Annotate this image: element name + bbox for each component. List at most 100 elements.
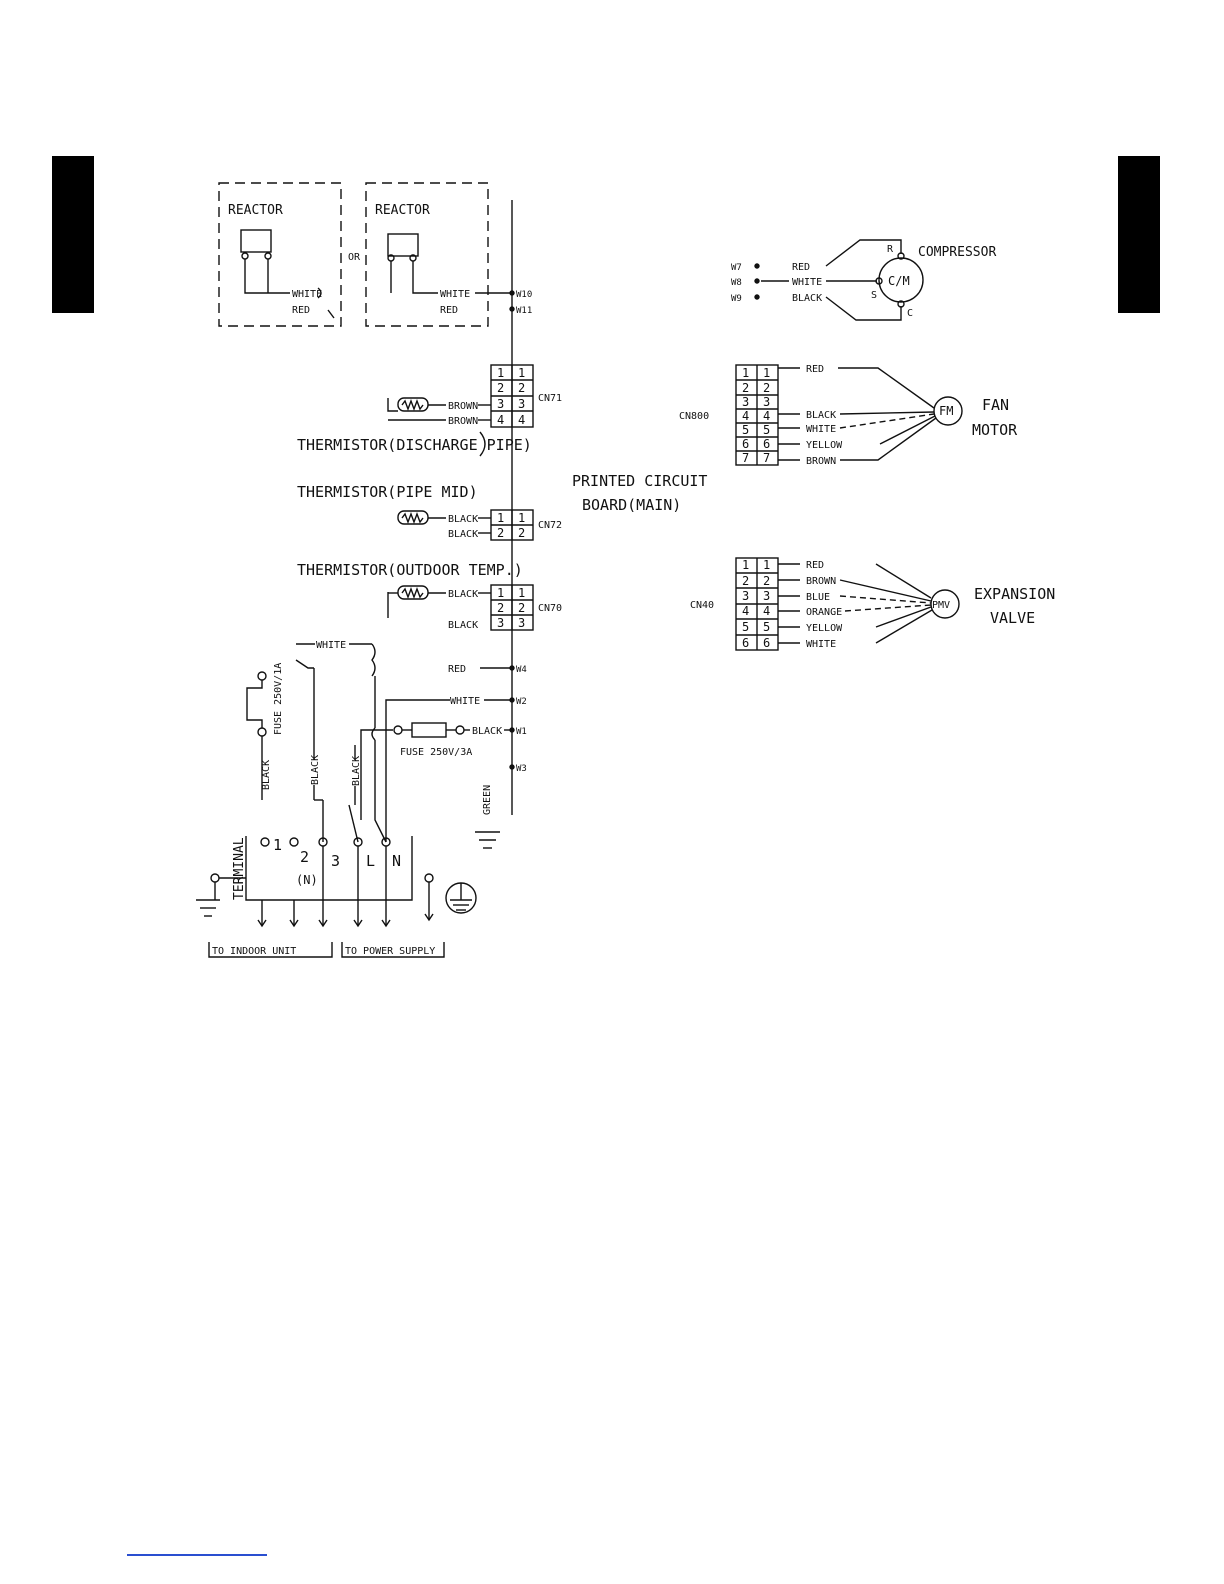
ev-wire-yellow: YELLOW (806, 623, 843, 634)
ev-pin-4-left: 4 (742, 604, 749, 618)
ground-symbol-main (475, 831, 500, 849)
terminal-label: TERMINAL (232, 837, 247, 900)
cn70-connector (387, 584, 534, 631)
cn70-pin-2-left: 2 (497, 601, 504, 615)
cn71-wire-1: BROWN (448, 401, 478, 412)
cn70-wire-1: BLACK (448, 589, 478, 600)
cn72-connector (397, 509, 534, 541)
terminal-pos-2-sub: (N) (296, 873, 318, 887)
fuse-250v-1a-label: FUSE 250V/1A (273, 663, 284, 735)
ev-pin-3-right: 3 (763, 589, 770, 603)
terminal-w10: W10 (516, 290, 532, 300)
fan-pin-7-left: 7 (742, 451, 749, 465)
fan-pin-3-right: 3 (763, 395, 770, 409)
fan-wire-yellow: YELLOW (806, 440, 843, 451)
black-wire-1-label: BLACK (261, 760, 272, 790)
ev-wire-orange: ORANGE (806, 607, 842, 618)
power-bracket (341, 942, 445, 958)
cn71-wire-2: BROWN (448, 416, 478, 427)
fan-pin-6-left: 6 (742, 437, 749, 451)
black-wire-switch (348, 745, 359, 843)
cn72-pin-2-right: 2 (518, 526, 525, 540)
fan-pin-1-left: 1 (742, 366, 749, 380)
compressor-symbol-label: C/M (888, 274, 910, 288)
terminal-w11: W11 (516, 306, 532, 316)
fan-pin-4-left: 4 (742, 409, 749, 423)
cn70-pin-3-right: 3 (518, 616, 525, 630)
cn70-pin-1-right: 1 (518, 586, 525, 600)
cn71-pin-2-left: 2 (497, 381, 504, 395)
compressor-winding-r: R (887, 244, 894, 255)
cn72-pin-1-left: 1 (497, 511, 504, 525)
terminal-pos-n: N (392, 852, 401, 870)
cn70-pin-3-left: 3 (497, 616, 504, 630)
thermistor-pipe-mid-label: THERMISTOR(PIPE MID) (297, 483, 478, 501)
terminal-w2: W2 (516, 697, 527, 707)
reactor-1-title: REACTOR (228, 203, 283, 218)
ev-pin-1-left: 1 (742, 558, 749, 572)
ev-pin-4-right: 4 (763, 604, 770, 618)
ev-connector-label: CN40 (690, 600, 714, 611)
expansion-valve-connector (735, 557, 960, 651)
ev-wire-brown: BROWN (806, 576, 836, 587)
cn71-pin-4-right: 4 (518, 413, 525, 427)
compressor-terminal-w7: W7 (731, 263, 742, 273)
terminal-block (196, 836, 477, 928)
terminal-w3: W3 (516, 764, 527, 774)
compressor-winding-c: C (907, 308, 913, 319)
ev-pin-1-right: 1 (763, 558, 770, 572)
compressor-wire-black: BLACK (792, 293, 822, 304)
reactor-box-1 (218, 182, 342, 327)
reactor-box-2 (365, 182, 512, 327)
compressor-wire-white: WHITE (792, 277, 822, 288)
fan-motor-symbol: FM (939, 404, 953, 418)
cn71-pin-2-right: 2 (518, 381, 525, 395)
w4-wire-label: RED (448, 664, 466, 675)
cn71-pin-1-right: 1 (518, 366, 525, 380)
cn71-connector (387, 364, 534, 457)
cn72-wire-1: BLACK (448, 514, 478, 525)
to-power-supply-label: TO POWER SUPPLY (345, 946, 435, 957)
fan-motor-connector (735, 364, 963, 466)
compressor-label: COMPRESSOR (918, 245, 996, 260)
w1-wire-label: BLACK (472, 726, 502, 737)
cn72-wire-2: BLACK (448, 529, 478, 540)
cn71-pin-1-left: 1 (497, 366, 504, 380)
fan-motor-label-line-2: MOTOR (972, 421, 1018, 439)
diagram-labels: REACTOR WHITE RED OR REACTOR WHITE RED W… (212, 203, 1055, 957)
compressor-terminal-w9: W9 (731, 294, 742, 304)
cn71-pin-4-left: 4 (497, 413, 504, 427)
thermistor-discharge-label: THERMISTOR(DISCHARGE PIPE) (297, 436, 532, 454)
ev-label-line-2: VALVE (990, 609, 1035, 627)
fan-connector-label: CN800 (679, 411, 709, 422)
fan-pin-3-left: 3 (742, 395, 749, 409)
fan-pin-6-right: 6 (763, 437, 770, 451)
reactor-1-red-wire: RED (292, 305, 310, 316)
ev-wire-white: WHITE (806, 639, 836, 650)
main-terminal-block (385, 665, 515, 842)
pcb-label-line-2: BOARD(MAIN) (582, 496, 681, 514)
terminal-pos-2: 2 (300, 848, 309, 866)
pcb-label-line-1: PRINTED CIRCUIT (572, 472, 707, 490)
terminal-pos-1: 1 (273, 836, 282, 854)
thermistor-outdoor-label: THERMISTOR(OUTDOOR TEMP.) (297, 561, 523, 579)
left-section-tab (52, 156, 94, 313)
compressor-winding-s: S (871, 290, 877, 301)
terminal-pos-l: L (366, 852, 375, 870)
fuse-250v-1a (246, 671, 267, 800)
cn71-pin-3-left: 3 (497, 397, 504, 411)
reactor-2-red-wire: RED (440, 305, 458, 316)
fan-wire-brown: BROWN (806, 456, 836, 467)
w3-wire-label: GREEN (482, 785, 493, 815)
footer-link-underline[interactable] (127, 1554, 267, 1556)
ev-pin-3-left: 3 (742, 589, 749, 603)
ev-pin-5-left: 5 (742, 620, 749, 634)
compressor-symbol (754, 239, 924, 321)
reactor-1-white-wire: WHITE (292, 289, 322, 300)
fuse-250v-3a-label: FUSE 250V/3A (400, 747, 472, 758)
cn72-pin-2-left: 2 (497, 526, 504, 540)
cn71-pin-3-right: 3 (518, 397, 525, 411)
ev-pin-5-right: 5 (763, 620, 770, 634)
cn72-pin-1-right: 1 (518, 511, 525, 525)
w2-wire-label: WHITE (450, 696, 480, 707)
